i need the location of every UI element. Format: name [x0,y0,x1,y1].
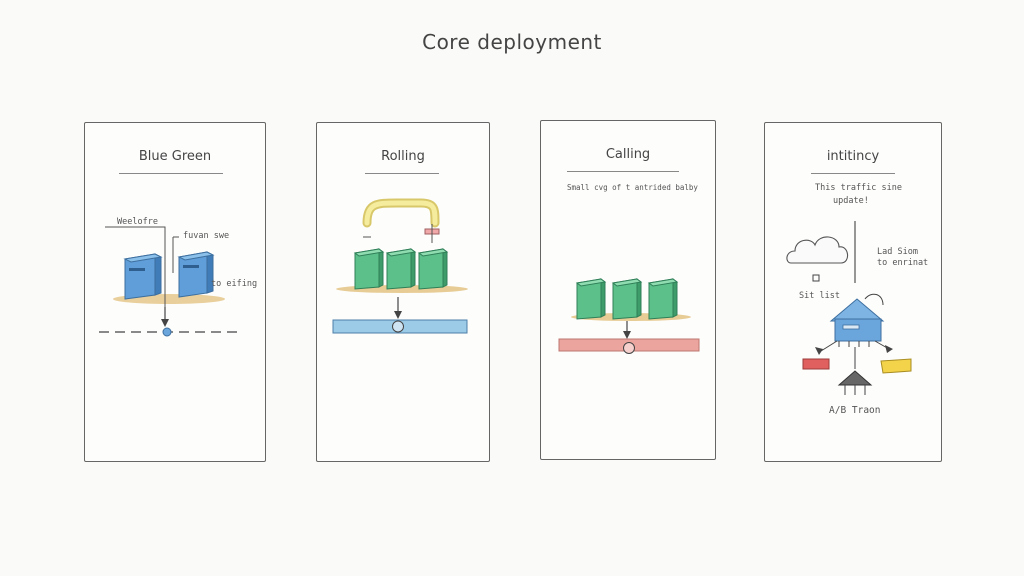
panel-title-rolling: Rolling [381,149,425,164]
arrow-head [623,331,631,339]
note-fuvan-swe: fuvan swe [183,231,230,241]
server-blue-2 [177,251,215,298]
panel-instincy: intitincy This traffic sine update! Lad … [764,122,942,462]
note-ab-traon: A/B Traon [829,405,881,416]
arrow-head [394,311,402,319]
server-green-2 [385,248,417,290]
note-update: update! [833,196,869,206]
note-canary-description: Small cvg of t antrided balby [567,183,698,192]
server-green-1 [353,248,385,290]
panel-rolling: Rolling [316,122,490,462]
blue-green-illustration [99,226,239,337]
title-underline [567,171,679,172]
page-title: Core deployment [422,30,602,54]
panel-title-calling: Calling [605,147,651,162]
server-green-1 [575,278,607,320]
server-green-2 [611,278,643,320]
calling-illustration [558,278,700,354]
small-node [812,274,820,282]
connector-line [105,226,166,307]
arrow-head [161,319,169,327]
note-lad-siom: Lad Siom [877,247,918,257]
panel-blue-green: Blue Green [84,122,266,462]
load-balancer-icon [829,293,885,347]
note-traffic-sine: This traffic sine [815,183,902,193]
rolling-illustration [332,198,468,334]
note-to-enrinat: to enrinat [877,258,929,268]
switch-node [162,327,172,337]
variant-a-block [802,358,830,370]
title-underline [365,173,439,174]
note-weelofre: Weelofre [117,217,158,227]
server-green-3 [417,248,449,290]
server-blue-1 [123,253,163,300]
server-green-3 [647,278,679,320]
bar-node [392,320,404,333]
title-underline [119,173,223,174]
title-underline [811,173,895,174]
ab-router-icon [837,370,873,386]
note-sit-list: Sit list [799,291,840,301]
instincy-illustration [786,221,912,395]
panel-title-blue-green: Blue Green [138,149,212,164]
cloud-icon [786,236,849,264]
variant-b-block [880,358,912,374]
note-to-eifing: to eifing [211,279,258,289]
bar-node [623,342,635,354]
panel-calling: Calling Small cvg of t antrided balby [540,120,716,460]
panel-title-instincy: intitincy [826,149,880,164]
